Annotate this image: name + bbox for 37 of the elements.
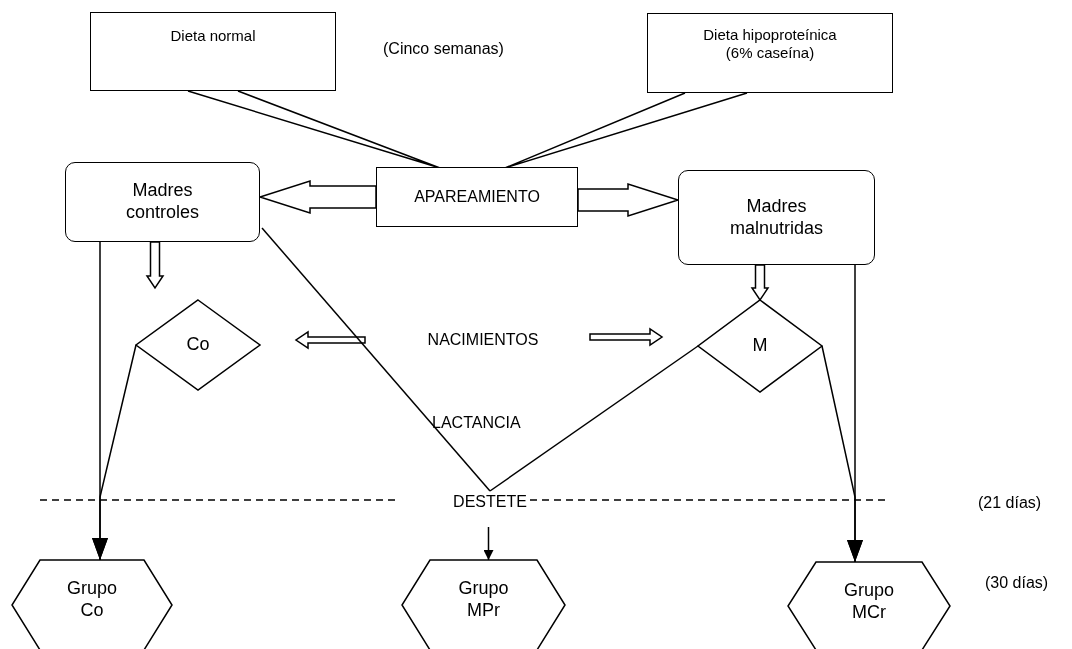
callout-box [90,12,336,91]
annotation-text: LACTANCIA [432,414,521,432]
connector-line [261,227,491,492]
decision-diamond [698,300,822,392]
node-text: Dieta hipoproteínica (6% caseína) [702,26,838,62]
annotation-text: (30 días) [985,574,1049,592]
node-text: Madres controles [124,180,200,224]
node-text: APAREAMIENTO [414,187,540,207]
group-hexagon [788,562,950,649]
decision-diamond [136,300,260,390]
process-box [376,167,578,227]
node-text: NACIMIENTOS [427,330,539,350]
group-hexagon [12,560,172,649]
block-arrow [577,182,681,218]
node-text: M [752,335,768,357]
connector-line [489,345,699,492]
node-text: Grupo MCr [843,580,895,624]
arrow [92,344,137,561]
arrow [483,526,494,561]
node-text: Grupo MPr [457,578,510,622]
node-text: Madres malnutridas [728,195,824,240]
annotation-text: (21 días) [978,494,1042,512]
group-hexagon [402,560,565,649]
block-arrow [750,264,770,302]
rounded-box [678,170,875,265]
annotation-text: (Cinco semanas) [383,40,504,58]
node-text: DESTETE [453,492,527,512]
block-arrow [589,327,664,347]
arrow [821,345,863,563]
rounded-box [65,162,260,242]
block-arrow [294,330,366,350]
block-arrow [257,179,377,215]
block-arrow [145,241,165,290]
node-text: Co [186,334,210,356]
node-text: Grupo Co [66,578,118,622]
callout-box [647,13,893,93]
node-text: Dieta normal [170,27,256,45]
